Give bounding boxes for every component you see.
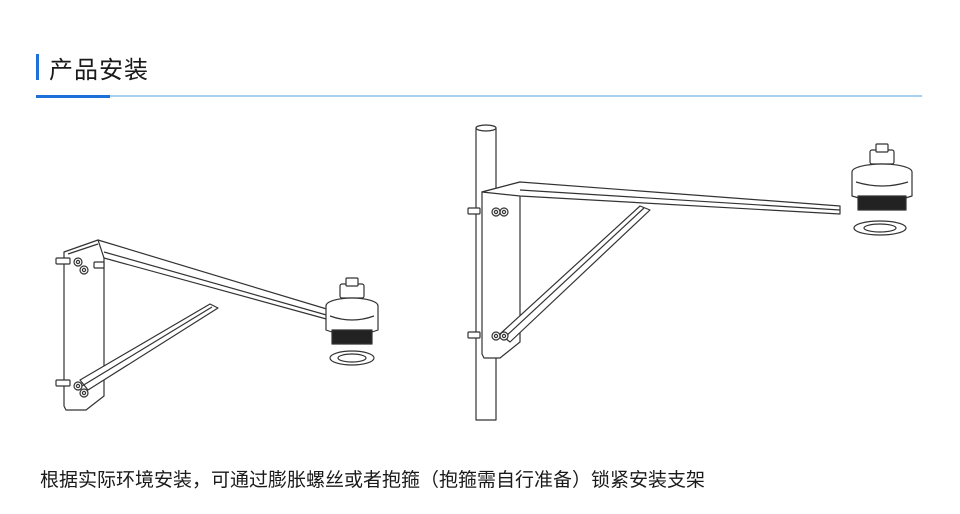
section-title: 产品安装 (49, 55, 149, 84)
header-divider (36, 95, 922, 97)
installation-caption: 根据实际环境安装，可通过膨胀螺丝或者抱箍（抱箍需自行准备）锁紧安装支架 (40, 469, 706, 491)
section-header: 产品安装 (36, 52, 149, 84)
header-divider-accent (36, 95, 110, 98)
pole-mount-illustration (467, 124, 913, 421)
header-accent-bar (36, 54, 39, 80)
wall-mount-illustration (55, 239, 379, 411)
